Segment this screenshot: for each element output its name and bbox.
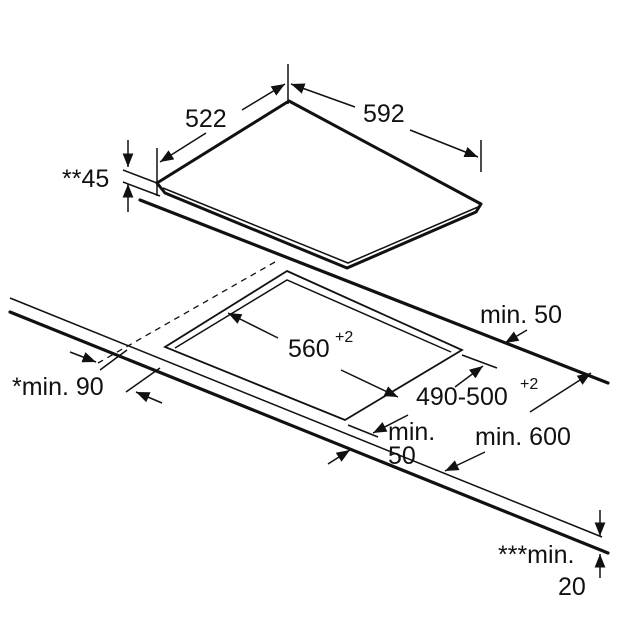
dim-592-arrow: [290, 83, 356, 108]
label-hob-height: **45: [62, 165, 109, 193]
label-min-back: min. 50: [480, 301, 562, 329]
dim-min50-front-arrow: [327, 449, 351, 465]
label-worktop-thickness-2: 20: [558, 573, 586, 601]
label-cutout-depth-tol: +2: [520, 376, 538, 393]
label-hob-depth: 522: [185, 105, 227, 133]
label-min-front-1: min.: [388, 418, 435, 446]
worktop-back-edge: [138, 198, 610, 385]
label-cutout-width: 560: [288, 335, 330, 363]
label-hob-width: 592: [363, 100, 405, 128]
projection-dashed-line: [97, 261, 276, 364]
hob-height-ext-line: [122, 169, 158, 184]
worktop-front-edge: [8, 310, 610, 555]
dim-min90-arrow-left: [69, 351, 97, 363]
cutout: [163, 269, 464, 422]
dim-490-arrow: [454, 365, 484, 388]
label-min-side: *min. 90: [12, 373, 104, 401]
dim-522-arrow: [159, 132, 207, 163]
dim-min50-back-arrow: [504, 329, 528, 344]
dim-min90-arrow-right: [135, 391, 163, 404]
worktop-front-top-line: [9, 297, 603, 538]
dim-560-arrow: [227, 312, 279, 339]
label-cutout-width-tol: +2: [335, 329, 353, 346]
label-cutout-depth: 490-500: [416, 383, 508, 411]
dim-min600-arrow: [529, 372, 592, 413]
label-min-front-2: 50: [388, 442, 416, 470]
label-worktop-thickness-1: ***min.: [498, 541, 574, 569]
label-worktop-depth: min. 600: [475, 423, 571, 451]
